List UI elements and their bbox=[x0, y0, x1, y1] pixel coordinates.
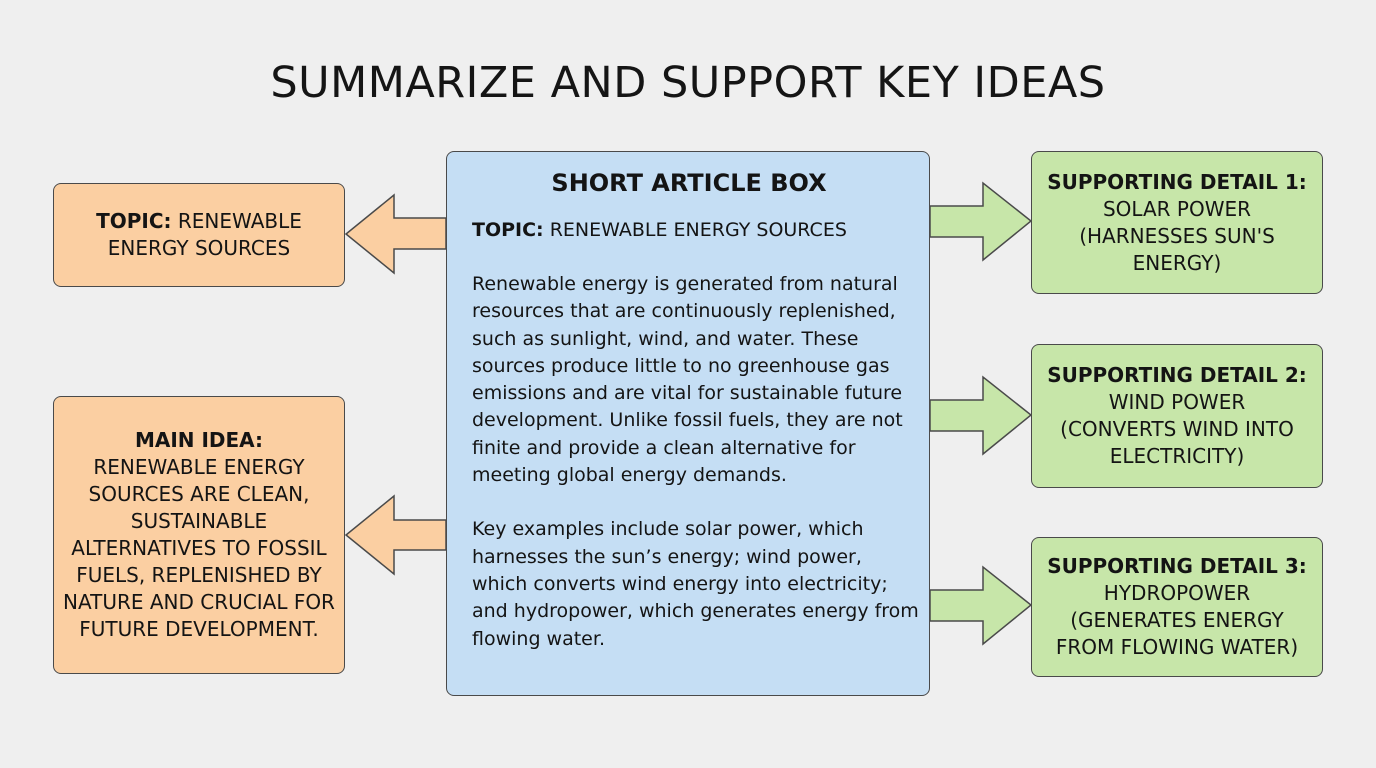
detail-1-label: SUPPORTING DETAIL 1: bbox=[1047, 169, 1307, 194]
topic-label: TOPIC: bbox=[96, 209, 172, 233]
detail-2-line1: WIND POWER bbox=[1108, 390, 1246, 414]
detail-2-label: SUPPORTING DETAIL 2: bbox=[1047, 363, 1307, 387]
topic-value: RENEWABLE ENERGY SOURCES bbox=[107, 209, 302, 260]
arrow-to-topic bbox=[344, 193, 447, 275]
arrow-to-detail-1 bbox=[929, 181, 1033, 262]
article-box: SHORT ARTICLE BOX TOPIC: RENEWABLE ENERG… bbox=[446, 151, 930, 696]
article-heading: SHORT ARTICLE BOX bbox=[551, 169, 827, 197]
article-topic-value: RENEWABLE ENERGY SOURCES bbox=[549, 219, 847, 241]
detail-3-line2: (GENERATES ENERGY FROM FLOWING WATER) bbox=[1055, 608, 1299, 659]
arrow-to-detail-3 bbox=[929, 565, 1033, 646]
main-idea-label: MAIN IDEA: bbox=[134, 428, 264, 452]
detail-1-line1: SOLAR POWER bbox=[1102, 196, 1252, 221]
main-idea-box: MAIN IDEA: RENEWABLE ENERGY SOURCES ARE … bbox=[53, 396, 345, 674]
detail-2-line2: (CONVERTS WIND INTO ELECTRICITY) bbox=[1060, 417, 1294, 468]
article-paragraph-1: Renewable energy is generated from natur… bbox=[472, 273, 903, 487]
detail-3-line1: HYDROPOWER bbox=[1103, 581, 1251, 605]
arrow-to-detail-2 bbox=[929, 375, 1033, 456]
supporting-detail-3: SUPPORTING DETAIL 3: HYDROPOWER (GENERAT… bbox=[1031, 537, 1323, 677]
arrow-to-main-idea bbox=[344, 494, 447, 576]
topic-box-text: TOPIC: RENEWABLE ENERGY SOURCES bbox=[54, 208, 344, 262]
article-topic: TOPIC: RENEWABLE ENERGY SOURCES bbox=[472, 217, 921, 244]
detail-3-label: SUPPORTING DETAIL 3: bbox=[1047, 554, 1307, 578]
supporting-detail-2: SUPPORTING DETAIL 2: WIND POWER (CONVERT… bbox=[1031, 344, 1323, 488]
topic-box: TOPIC: RENEWABLE ENERGY SOURCES bbox=[53, 183, 345, 287]
supporting-detail-1: SUPPORTING DETAIL 1: SOLAR POWER (HARNES… bbox=[1031, 151, 1323, 294]
diagram-title: SUMMARIZE AND SUPPORT KEY IDEAS bbox=[270, 58, 1106, 108]
article-topic-label: TOPIC: bbox=[472, 219, 544, 241]
main-idea-text: RENEWABLE ENERGY SOURCES ARE CLEAN, SUST… bbox=[63, 455, 335, 641]
detail-1-line2: (HARNESSES SUN'S ENERGY) bbox=[1079, 223, 1275, 275]
article-paragraph-2: Key examples include solar power, which … bbox=[472, 518, 919, 650]
